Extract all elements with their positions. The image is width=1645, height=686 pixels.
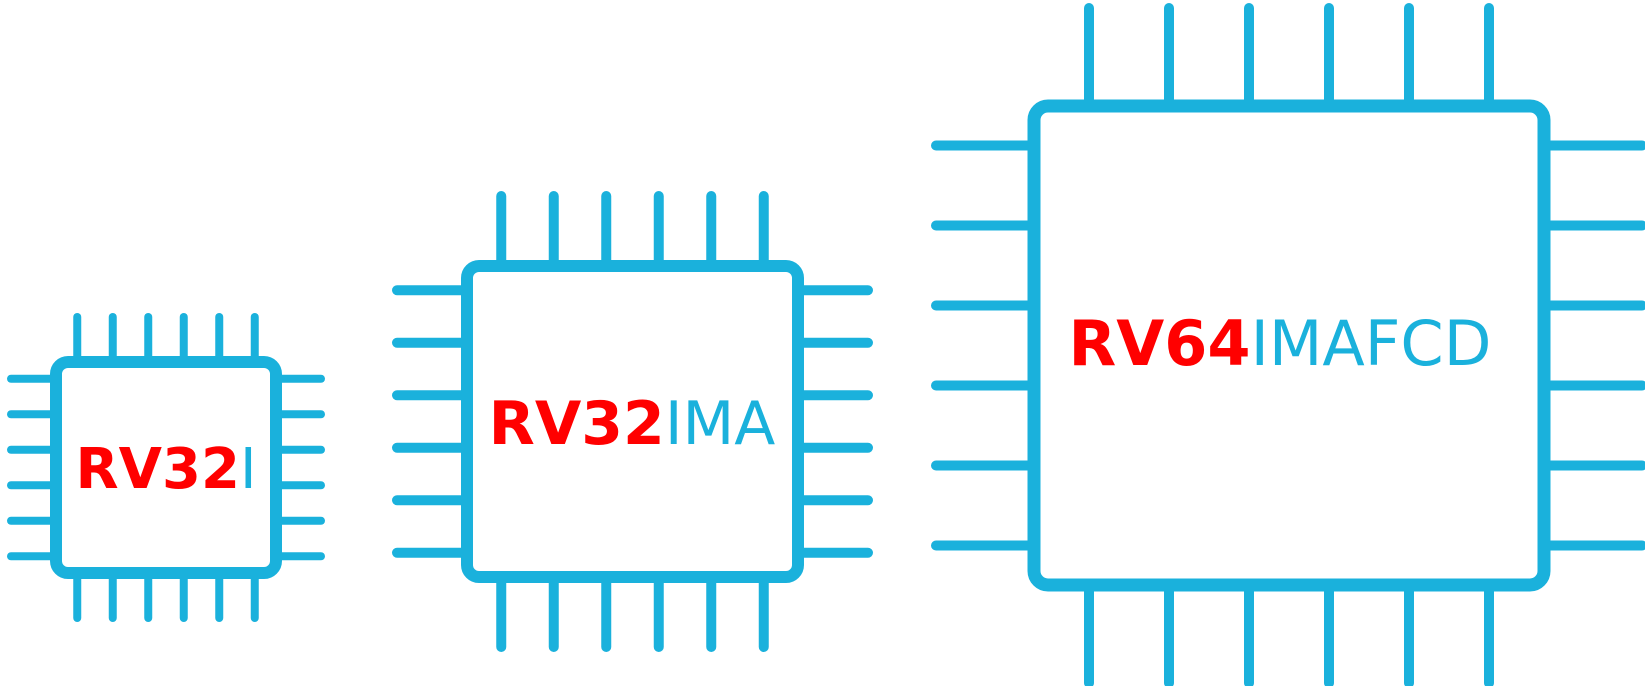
chip-rv32i: RV32I <box>7 313 325 622</box>
chip-rv32i-extensions: I <box>240 437 257 502</box>
chip-rv32ima-pins <box>392 191 873 652</box>
chip-rv32i-body <box>50 356 282 579</box>
chip-rv64imafcd-label: RV64IMAFCD <box>1069 307 1492 380</box>
chip-rv64imafcd-base: RV64 <box>1069 307 1251 380</box>
chip-rv32ima-body <box>461 260 804 583</box>
chip-rv32ima-label: RV32IMA <box>489 389 776 459</box>
chip-rv64imafcd: RV64IMAFCD <box>931 3 1645 686</box>
chip-rv64imafcd-body <box>1027 99 1551 592</box>
chip-rv64imafcd-extensions: IMAFCD <box>1251 307 1492 380</box>
chip-rv32i-pins <box>7 313 325 622</box>
chip-rv32ima-extensions: IMA <box>665 389 776 459</box>
chip-rv32i-label: RV32I <box>76 437 257 502</box>
chip-rv64imafcd-pins <box>931 3 1645 686</box>
chip-rv32ima: RV32IMA <box>392 191 873 652</box>
chip-rv32ima-base: RV32 <box>489 389 665 459</box>
chip-rv32i-base: RV32 <box>76 437 240 502</box>
